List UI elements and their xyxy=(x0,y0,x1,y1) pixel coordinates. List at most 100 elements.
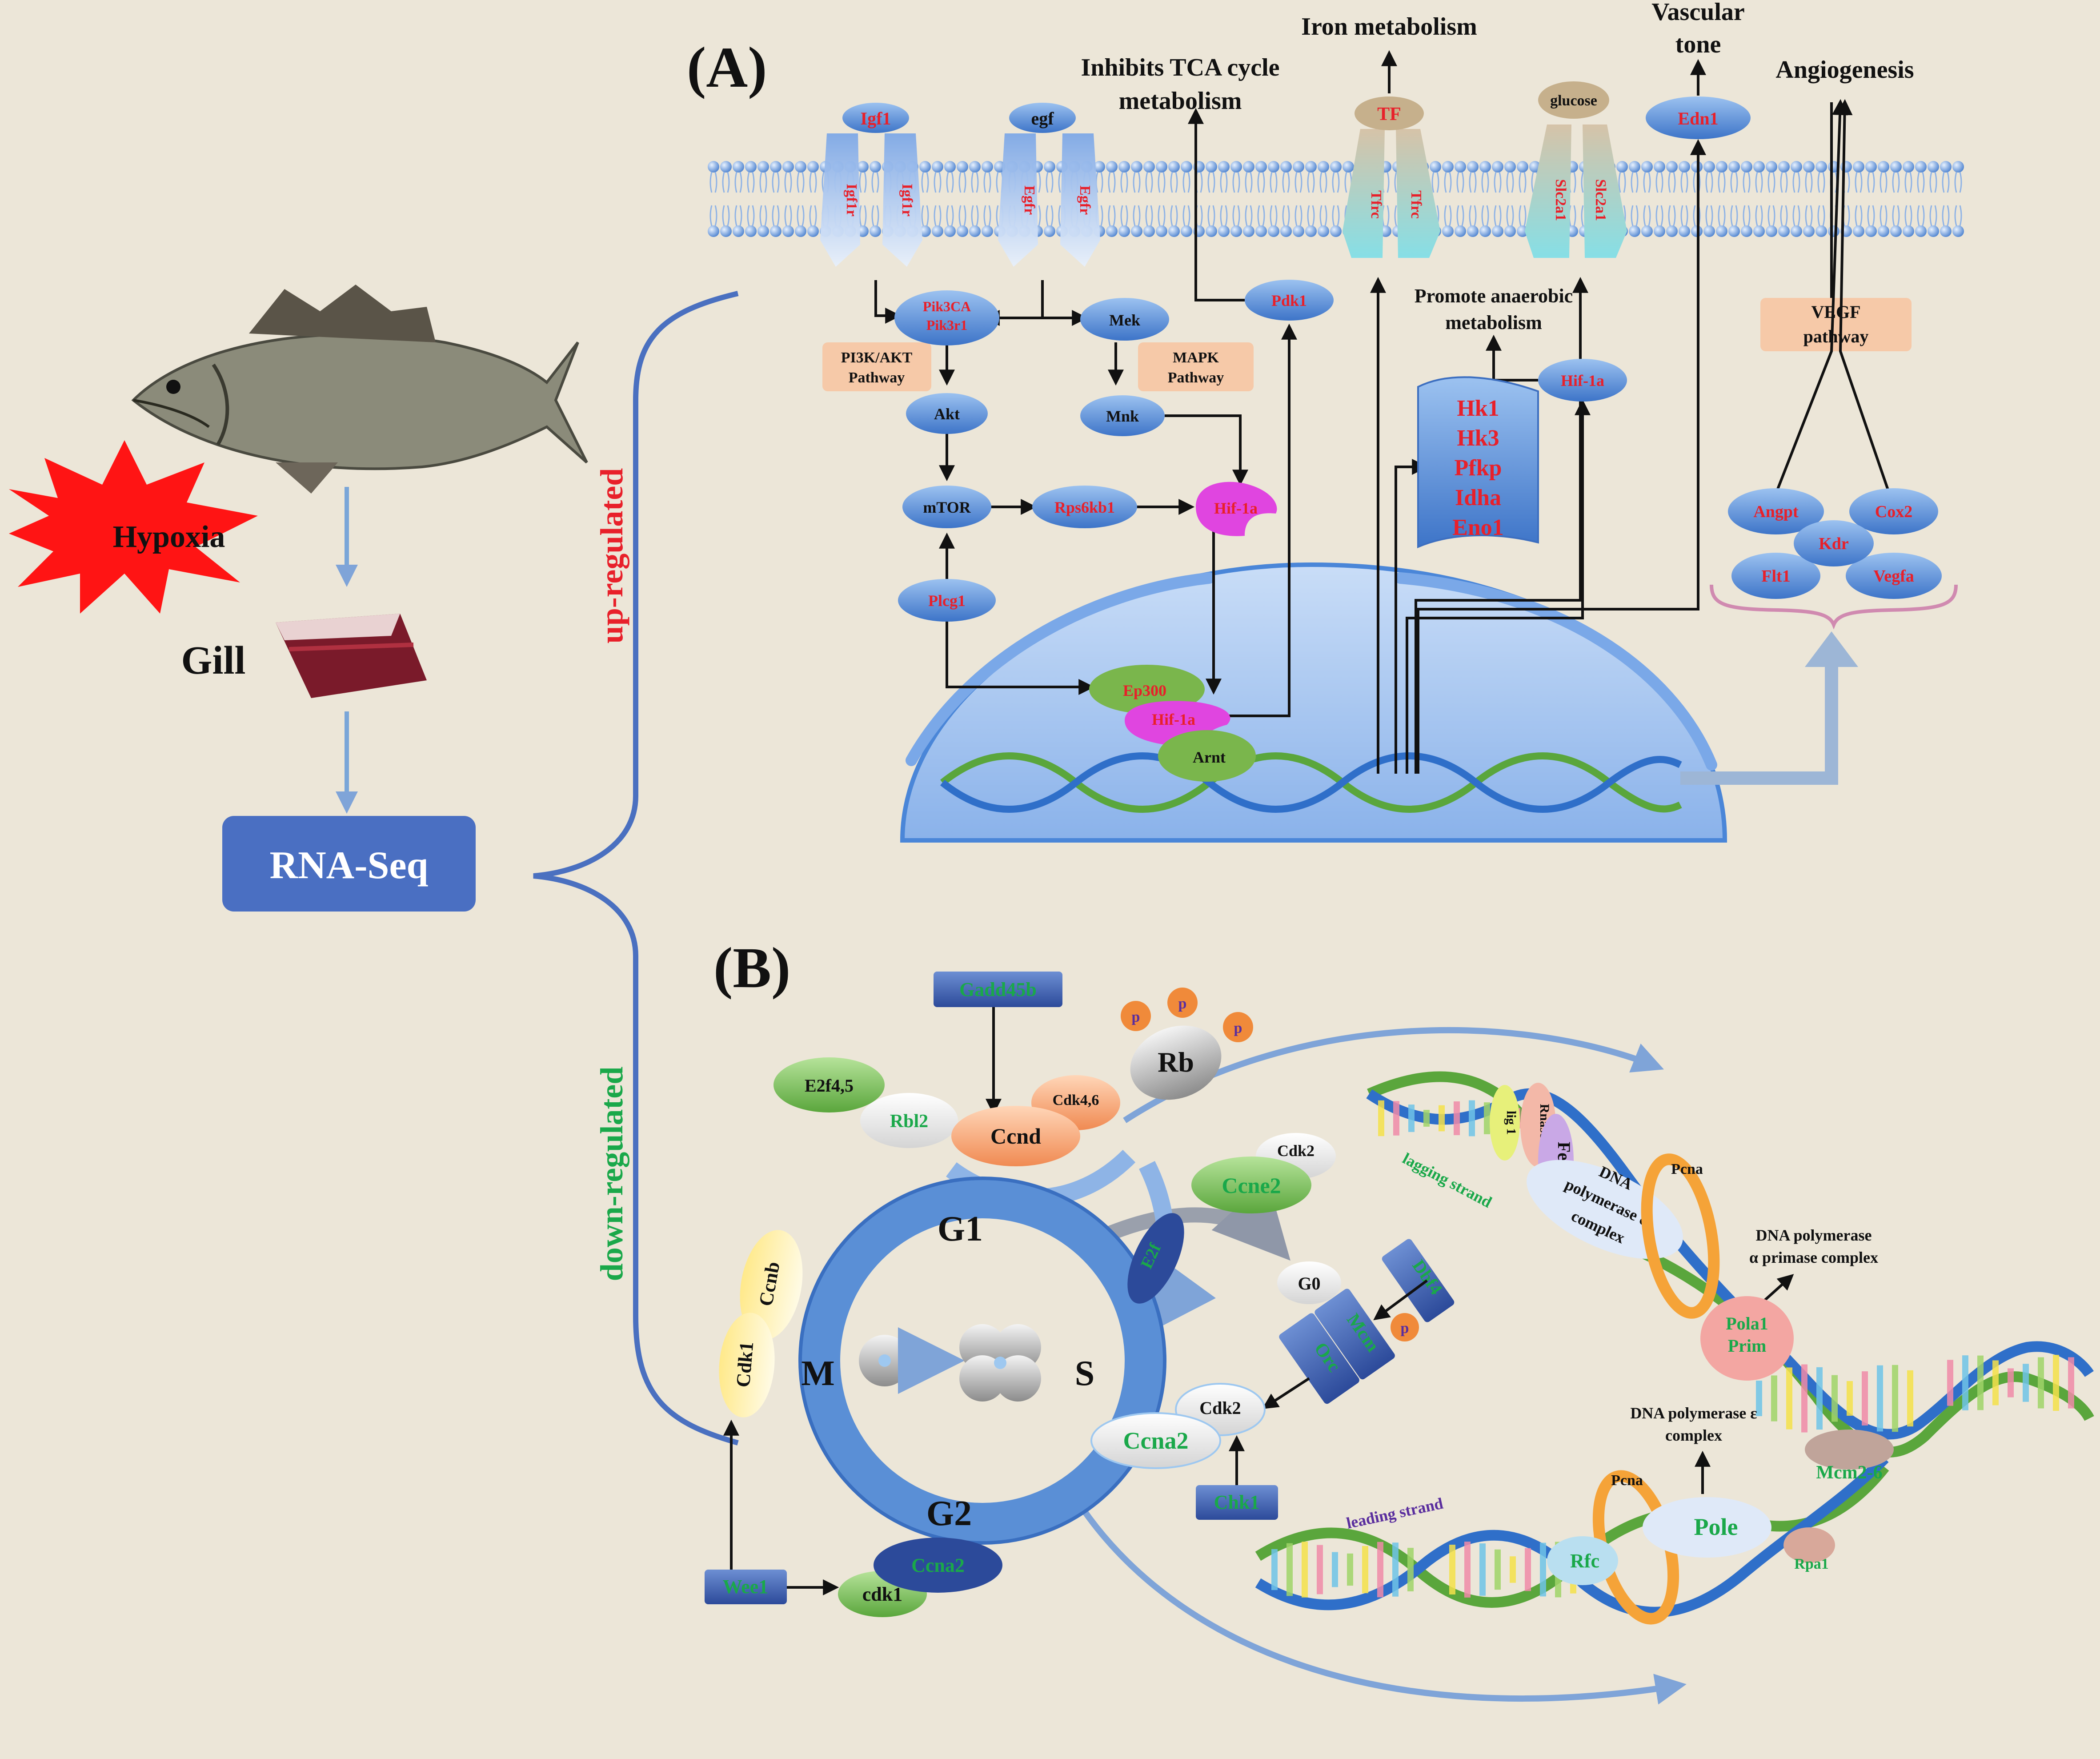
pola-label-1: DNA polymerase xyxy=(1756,1226,1872,1244)
lipid-tail xyxy=(921,205,929,226)
glycolysis-gene-box xyxy=(1417,376,1539,549)
lipid-head xyxy=(1815,161,1827,173)
replication-base-pairs xyxy=(1271,1100,2074,1598)
lipid-tail xyxy=(1855,172,1863,193)
lipid-tail xyxy=(1481,172,1489,193)
lipid-tail xyxy=(722,205,730,226)
lipid-head xyxy=(1118,161,1130,173)
lipid-tail xyxy=(1519,172,1527,193)
lipid-head xyxy=(1044,225,1055,237)
lipid-tail xyxy=(1456,205,1464,226)
lipid-tail xyxy=(709,205,717,226)
lipid-head xyxy=(1181,225,1192,237)
lipid-head xyxy=(1106,225,1118,237)
lipid-tail xyxy=(1494,172,1502,193)
lipid-tail xyxy=(747,172,755,193)
angio-arrow-head xyxy=(1805,631,1858,667)
lipid-head xyxy=(1878,225,1889,237)
vascular-label-line2: tone xyxy=(1675,31,1721,58)
igf1-label: Igf1 xyxy=(861,108,891,129)
lipid-tail xyxy=(1282,205,1290,226)
lipid-head xyxy=(745,225,757,237)
lipid-head xyxy=(1467,225,1479,237)
panel-a-label: (A) xyxy=(687,36,767,100)
lipid-tail xyxy=(1917,205,1925,226)
pik3-complex: Pik3CA Pik3r1 xyxy=(894,290,999,345)
angiogenesis-label: Angiogenesis xyxy=(1775,56,1914,84)
lipid-head xyxy=(1455,225,1466,237)
base-pair xyxy=(1816,1367,1823,1430)
lipid-head xyxy=(1803,225,1815,237)
cdk2-mid-label: Cdk2 xyxy=(1199,1398,1241,1418)
mnk-label: Mnk xyxy=(1106,407,1139,425)
lipid-head xyxy=(1293,225,1304,237)
lipid-head xyxy=(1504,161,1516,173)
lipid-head xyxy=(1890,161,1902,173)
lipid-head xyxy=(1330,161,1342,173)
lipid-tail xyxy=(1668,172,1676,193)
phospho-3 xyxy=(1223,1012,1253,1042)
lipid-head xyxy=(1218,161,1230,173)
lipid-head xyxy=(1268,161,1279,173)
mapk-pathway-label-2: Pathway xyxy=(1168,369,1224,386)
lipid-tail xyxy=(1469,172,1477,193)
e2f-node xyxy=(1127,1213,1184,1304)
lipid-head xyxy=(1479,225,1491,237)
lipid-tail xyxy=(934,205,942,226)
lipid-head xyxy=(1156,225,1167,237)
base-pair xyxy=(1525,1548,1531,1591)
lipid-tail xyxy=(1954,205,1962,226)
lipid-head xyxy=(1616,161,1628,173)
prim-label: Prim xyxy=(1728,1336,1767,1356)
lipid-head xyxy=(1255,161,1267,173)
pcna-top-label: Pcna xyxy=(1671,1161,1703,1177)
panel-a: (A) Igf1 Igf1r Igf1r egf Egfr Egfr TF Tf… xyxy=(687,0,1964,843)
angiogenesis-genes: Angpt Cox2 Flt1 Vegfa Kdr xyxy=(1710,488,1958,630)
lipid-head xyxy=(1492,225,1503,237)
lipid-head xyxy=(932,225,943,237)
hypoxia-label: Hypoxia xyxy=(113,520,225,554)
base-pair xyxy=(1407,1548,1414,1591)
ccne2-label: Ccne2 xyxy=(1222,1173,1281,1198)
rfc-label: Rfc xyxy=(1570,1550,1599,1572)
lipid-head xyxy=(720,225,732,237)
lipid-tail xyxy=(1867,172,1875,193)
hif1a-cytoplasm-node xyxy=(1196,482,1277,536)
lipid-head xyxy=(795,161,806,173)
lipid-tail xyxy=(1046,205,1054,226)
rps6kb1-label: Rps6kb1 xyxy=(1054,498,1115,516)
tca-label-line2: metabolism xyxy=(1119,87,1242,115)
eps-label-1: DNA polymerase ε xyxy=(1630,1404,1757,1422)
angio-brace xyxy=(1710,584,1958,630)
lipid-tail xyxy=(1942,172,1950,193)
lipid-head xyxy=(1903,225,1914,237)
lipid-head xyxy=(1654,225,1665,237)
lipid-head xyxy=(1641,161,1653,173)
lipid-head xyxy=(1629,225,1640,237)
tfrc-left-label: Tfrc xyxy=(1368,190,1384,219)
lipid-head xyxy=(982,161,993,173)
nucleus xyxy=(900,562,1727,843)
lipid-tail xyxy=(1158,172,1166,193)
lipid-head xyxy=(1803,161,1815,173)
lipid-tail xyxy=(1257,205,1265,226)
ccna2-low-label: Ccna2 xyxy=(911,1554,965,1576)
anaerobic-label-line1: Promote anaerobic xyxy=(1415,285,1573,307)
lipid-head xyxy=(720,161,732,173)
lipid-tail xyxy=(946,172,954,193)
lipid-tail xyxy=(1817,205,1825,226)
lipid-head xyxy=(1741,225,1752,237)
lipid-tail xyxy=(934,172,942,193)
arrow-to-replication-bottom xyxy=(1059,1474,1687,1705)
lipid-head xyxy=(1143,225,1155,237)
base-pair xyxy=(1439,1105,1445,1132)
lig1-node xyxy=(1490,1085,1520,1161)
base-pair xyxy=(1977,1355,1984,1410)
lipid-head xyxy=(1641,225,1653,237)
lipid-tail xyxy=(1643,172,1651,193)
lipid-head xyxy=(1218,225,1230,237)
lipid-head xyxy=(1318,225,1329,237)
mcm26-label: Mcm2-6 xyxy=(1816,1462,1882,1483)
lipid-tail xyxy=(1730,172,1738,193)
lipid-head xyxy=(1156,161,1167,173)
